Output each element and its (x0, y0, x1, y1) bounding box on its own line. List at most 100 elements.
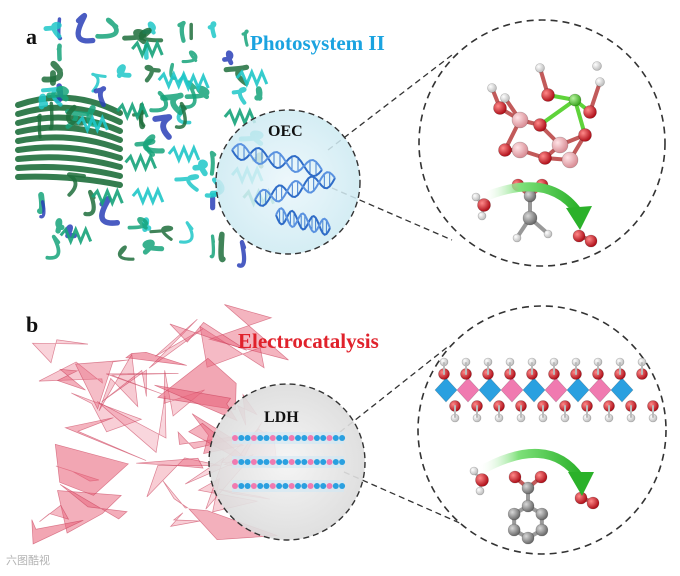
inset-label-oec: OEC (268, 123, 303, 140)
ldh-layer-atom (320, 483, 326, 489)
protein-coil (78, 16, 93, 41)
ldh-layer-atom (282, 459, 288, 465)
ldh-layer-atom (264, 459, 270, 465)
panel-title-b: Electrocatalysis (238, 329, 379, 353)
atom (579, 129, 592, 142)
ldh-sheet (126, 352, 187, 365)
protein-helix (126, 156, 156, 168)
ldh-layer-atom (289, 459, 295, 465)
ldh-layer-atom (264, 435, 270, 441)
ldh-layer-atom (238, 459, 244, 465)
ldh-layer-atom (327, 483, 333, 489)
protein-strand (18, 177, 120, 185)
atom (584, 106, 597, 119)
protein-coil (147, 67, 159, 80)
atom (508, 524, 520, 536)
atom (522, 532, 534, 544)
protein-coil (145, 242, 162, 252)
atom (542, 89, 555, 102)
panel-b: b Electrocatalysis LDH (26, 305, 666, 555)
ldh-layer-atom (257, 459, 263, 465)
ldh-layer-atom (308, 483, 314, 489)
protein-coil (58, 221, 62, 231)
ldh-layer-atom (282, 483, 288, 489)
ldh-layer-atom (333, 435, 339, 441)
atom (512, 142, 528, 158)
protein-coil (145, 137, 162, 151)
atom (536, 508, 548, 520)
atom (494, 102, 507, 115)
atom (593, 62, 602, 71)
protein-coil (141, 30, 161, 40)
protein-coil (224, 53, 231, 63)
inset-label-ldh: LDH (264, 409, 299, 426)
protein-coil (239, 242, 244, 266)
atom (501, 94, 510, 103)
atom (522, 500, 534, 512)
atom (478, 212, 486, 220)
ldh-layer-atom (339, 483, 345, 489)
ldh-layer-atom (257, 435, 263, 441)
protein-helix (169, 148, 199, 160)
atom (535, 471, 547, 483)
ldh-layer-atom (270, 459, 276, 465)
protein-coil (181, 223, 193, 242)
protein-coil (51, 103, 52, 128)
ldh-layer-atom (245, 483, 251, 489)
atom (476, 487, 484, 495)
protein-coil (119, 247, 132, 259)
ldh-layer-atom (257, 483, 263, 489)
ldh-layer-atom (251, 459, 257, 465)
ldh-sheet (32, 520, 84, 544)
panel-a: a Photosystem II OEC (18, 16, 665, 266)
ldh-layer-atom (270, 483, 276, 489)
ldh-layer-atom (245, 459, 251, 465)
atom (499, 144, 512, 157)
protein-helix (133, 190, 163, 202)
ldh-layer-atom (320, 435, 326, 441)
ldh-layer-atom (295, 435, 301, 441)
atom (544, 230, 552, 238)
atom (539, 152, 552, 165)
ldh-layer-atom (339, 435, 345, 441)
atom (569, 94, 581, 106)
ldh-layer-atom (238, 483, 244, 489)
ldh-layer-atom (314, 435, 320, 441)
atom (587, 497, 599, 509)
protein-coil (221, 234, 223, 259)
ldh-layer-atom (282, 435, 288, 441)
ldh-layer-atom (301, 459, 307, 465)
atom (509, 471, 521, 483)
ldh-layer-atom (238, 435, 244, 441)
ldh-layer-atom (289, 483, 295, 489)
atom (552, 137, 568, 153)
protein-coil (38, 115, 40, 137)
protein-coil (119, 67, 129, 76)
ldh-layer-atom (308, 459, 314, 465)
atom (562, 152, 578, 168)
ldh-layer-atom (339, 459, 345, 465)
protein-coil (179, 23, 183, 41)
protein-coil (210, 23, 214, 36)
panel-letter-b: b (26, 312, 38, 337)
protein-coil (47, 237, 58, 258)
ldh-layer-atom (301, 435, 307, 441)
ldh-sheet (163, 481, 188, 508)
ldh-layer-atom (289, 435, 295, 441)
ldh-layer-atom (251, 435, 257, 441)
atom (585, 235, 597, 247)
atom (488, 84, 497, 93)
protein-coil (234, 89, 245, 103)
ldh-layer-atom (295, 483, 301, 489)
ldh-layer-atom (270, 435, 276, 441)
protein-coil (59, 46, 60, 59)
atom (513, 234, 521, 242)
ldh-layer-atom (314, 483, 320, 489)
protein-coil (243, 31, 247, 45)
atom (523, 211, 537, 225)
protein-coil (176, 176, 197, 190)
ldh-layer-atom (301, 483, 307, 489)
ldh-layer-atom (264, 483, 270, 489)
ldh-layer-atom (314, 459, 320, 465)
